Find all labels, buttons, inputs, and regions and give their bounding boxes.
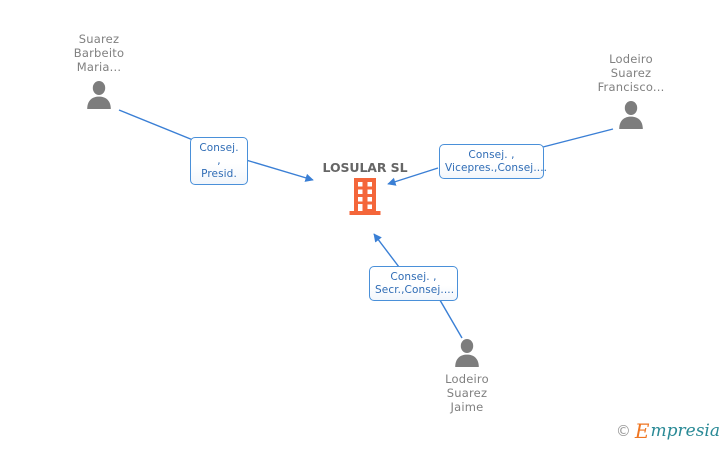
person-icon — [87, 81, 111, 109]
copyright-icon: © — [615, 422, 631, 440]
person-label: Lodeiro Suarez Francisco... — [597, 52, 665, 94]
watermark-brand-name: mpresia — [650, 420, 721, 441]
person-icon — [619, 101, 643, 129]
building-icon — [349, 178, 381, 215]
edge-jaime-to-rolebox — [436, 294, 463, 339]
person-node-suarez-barbeito-maria[interactable]: Suarez Barbeito Maria... — [34, 32, 164, 109]
role-label-secr[interactable]: Consej. , Secr.,Consej.... — [369, 266, 458, 301]
person-label: Suarez Barbeito Maria... — [73, 32, 125, 74]
person-node-lodeiro-suarez-jaime[interactable]: Lodeiro Suarez Jaime — [402, 337, 532, 414]
edge-francisco-to-rolebox — [542, 128, 614, 148]
person-node-lodeiro-suarez-francisco[interactable]: Lodeiro Suarez Francisco... — [566, 52, 696, 129]
person-icon — [455, 339, 479, 367]
edge-rolebox-to-company-right — [387, 167, 439, 186]
edge-rolebox-to-company-left — [245, 159, 314, 182]
role-label-vicepres[interactable]: Consej. , Vicepres.,Consej.... — [439, 144, 547, 179]
watermark-brand-initial: E — [634, 419, 650, 443]
person-label: Lodeiro Suarez Jaime — [445, 372, 489, 414]
company-name: LOSULAR SL — [322, 160, 408, 175]
edge-maria-to-rolebox — [118, 109, 194, 141]
watermark-empresia: © E mpresia — [616, 421, 720, 441]
edge-rolebox-to-company-bottom — [373, 233, 400, 268]
role-label-presid[interactable]: Consej. , Presid. — [190, 137, 248, 185]
company-node-losular-sl[interactable]: LOSULAR SL — [290, 160, 440, 216]
